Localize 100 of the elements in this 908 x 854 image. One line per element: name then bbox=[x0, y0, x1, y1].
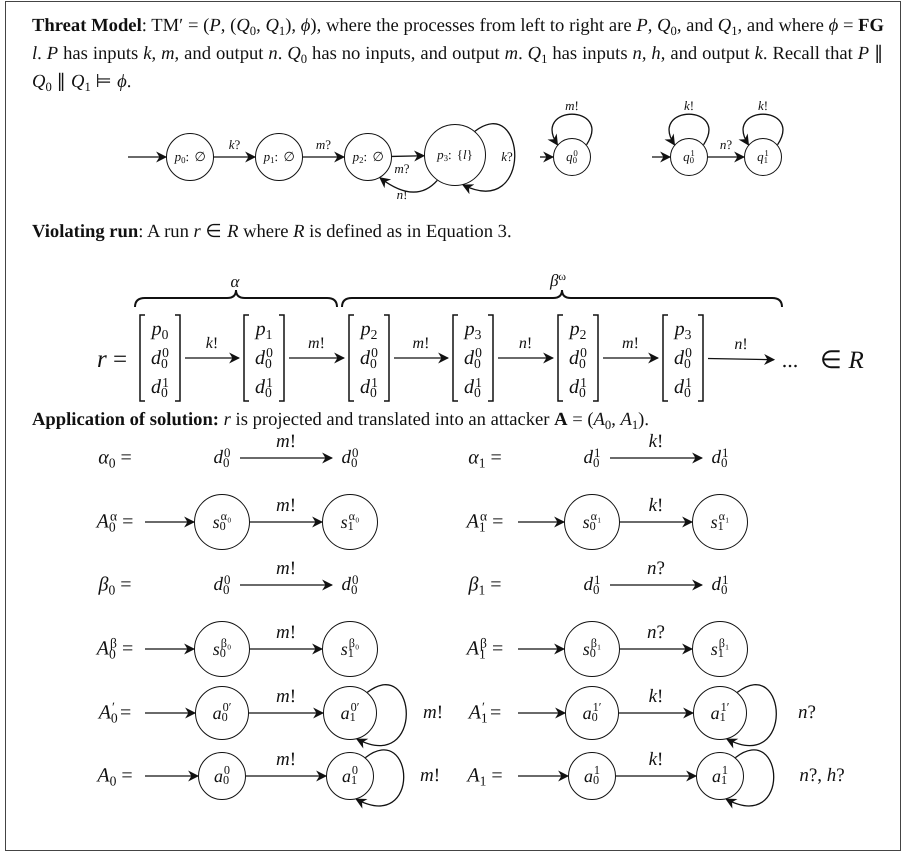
transition-arrow bbox=[214, 152, 256, 162]
edge-label: n? bbox=[647, 622, 665, 644]
transition-arrow bbox=[708, 152, 746, 162]
edge-label: n?, h? bbox=[799, 765, 845, 787]
transition-arrow bbox=[498, 352, 554, 364]
self-loop-arrow bbox=[726, 684, 777, 748]
state-vector bbox=[451, 314, 495, 402]
vector-entry: p$_{1}$ bbox=[256, 316, 272, 342]
paragraph: Threat Model: TM′ = (P, (Q$_{0}$, Q$_{1}$), ϕ), where the processes from left to right are P, Q$_{0}$, and Q$_{1}$, and where ϕ = FG l. P has inputs k, m, and output n. Q$_{0}$ has no inputs, and output m. Q$_{1}$ has inputs n, h, and output k. Recall that P ∥ Q$_{0}$ ∥ Q$_{1}$ ⊨ ϕ. bbox=[32, 14, 884, 96]
paragraph: Application of solution: r is projected and translated into an attacker A = (A$_{0}$, A$_{1}$). bbox=[32, 408, 650, 434]
edge-label: n! bbox=[734, 336, 748, 354]
equation-label: A$_{0}$$^{′}$ = bbox=[98, 702, 132, 724]
edge-label: n? bbox=[647, 558, 665, 580]
ellipsis-text: ... bbox=[782, 347, 798, 373]
edge-label: k! bbox=[684, 98, 694, 114]
self-loop-arrow bbox=[739, 114, 784, 146]
entry-arrow bbox=[145, 708, 196, 718]
edge-label: k! bbox=[758, 98, 768, 114]
entry-arrow bbox=[518, 708, 566, 718]
self-loop-arrow bbox=[462, 123, 516, 194]
state-circle: p$_{1}$: ∅ bbox=[255, 133, 303, 181]
equation-label: β$_{0}$ = bbox=[98, 574, 132, 596]
edge-label: m! bbox=[276, 558, 296, 580]
transition-arrow bbox=[392, 150, 426, 162]
edge-label: m! bbox=[308, 335, 325, 353]
transition-arrow bbox=[619, 708, 694, 718]
entry-arrow bbox=[518, 516, 566, 528]
entry-arrow bbox=[145, 644, 196, 654]
edge-label: m! bbox=[276, 430, 296, 453]
edge-label: m? bbox=[316, 137, 332, 154]
vector-entry: p$_{3}$ bbox=[464, 316, 482, 342]
transition-arrow bbox=[250, 644, 324, 654]
edge-label: k! bbox=[206, 335, 218, 353]
transition-arrow bbox=[249, 708, 324, 718]
entry-arrow bbox=[128, 152, 168, 162]
transition-arrow bbox=[289, 352, 346, 364]
paragraph: Violating run: A run r ∈ R where R is defined as in Equation 3. bbox=[32, 220, 513, 244]
edge-label: m! bbox=[565, 98, 579, 114]
self-loop-arrow bbox=[548, 114, 592, 146]
edge-label: k? bbox=[228, 137, 240, 154]
vector-entry: p$_{2}$ bbox=[570, 316, 586, 342]
transition-arrow bbox=[394, 352, 450, 364]
entry-arrow bbox=[145, 770, 200, 782]
edge-label: m! bbox=[276, 748, 296, 771]
state-circle: p$_{2}$: ∅ bbox=[344, 133, 392, 181]
state-circle: p$_{0}$: ∅ bbox=[166, 133, 214, 181]
self-loop-arrow bbox=[355, 749, 404, 808]
vector-entry: p$_{2}$ bbox=[360, 316, 378, 342]
state-vector bbox=[661, 314, 705, 402]
transition-arrow bbox=[250, 516, 324, 528]
edge-label: m! bbox=[622, 335, 639, 353]
edge-label: m! bbox=[422, 702, 444, 724]
transition-arrow bbox=[620, 644, 694, 654]
edge-label: k! bbox=[648, 748, 664, 771]
transition-arrow bbox=[240, 580, 334, 590]
self-loop-arrow bbox=[356, 684, 407, 748]
equation-label: A$_{0}$$^{α}$ = bbox=[96, 510, 134, 534]
edge-label: k? bbox=[501, 149, 513, 165]
equation-label: A$_{1}$$^{α}$ = bbox=[466, 510, 504, 534]
state-vector bbox=[347, 314, 391, 402]
vector-entry: p$_{0}$ bbox=[152, 316, 168, 342]
curved-arrow bbox=[379, 177, 438, 193]
equation-label: α$_{0}$ = bbox=[98, 446, 132, 470]
edge-label: m! bbox=[420, 765, 440, 787]
entry-arrow bbox=[145, 516, 196, 528]
equation-label: A$_{0}$$^{β}$ = bbox=[96, 638, 134, 660]
brace-label: β$^{ω}$ bbox=[550, 271, 566, 291]
equation-label: A$_{1}$$^{′}$ = bbox=[468, 702, 502, 724]
state-vector bbox=[138, 314, 182, 402]
transition-arrow bbox=[240, 452, 334, 464]
equation-label: ∈ R bbox=[820, 346, 864, 375]
brace-label: α bbox=[230, 272, 240, 292]
state-circle: p$_{3}$: {l} bbox=[424, 124, 486, 186]
edge-label: m? bbox=[394, 161, 410, 177]
equation-label: β$_{1}$ = bbox=[468, 574, 502, 596]
equation-label: A$_{1}$ = bbox=[467, 764, 503, 788]
edge-label: k! bbox=[648, 430, 664, 453]
transition-arrow bbox=[616, 770, 698, 782]
self-loop-arrow bbox=[665, 114, 710, 146]
transition-arrow bbox=[708, 354, 776, 366]
state-vector bbox=[556, 314, 600, 402]
state-vector bbox=[242, 314, 286, 402]
edge-label: m! bbox=[412, 335, 430, 353]
entry-arrow bbox=[518, 644, 566, 654]
edge-label: k! bbox=[648, 686, 664, 708]
transition-arrow bbox=[610, 580, 704, 590]
transition-arrow bbox=[610, 452, 704, 464]
transition-arrow bbox=[246, 770, 328, 782]
entry-arrow bbox=[540, 152, 554, 162]
entry-arrow bbox=[652, 152, 672, 162]
edge-label: m! bbox=[276, 494, 296, 517]
edge-label: n? bbox=[798, 702, 816, 724]
transition-arrow bbox=[603, 352, 660, 364]
entry-arrow bbox=[518, 770, 570, 782]
edge-label: k! bbox=[648, 494, 664, 517]
equation-label: A$_{0}$ = bbox=[97, 764, 133, 788]
edge-label: n? bbox=[720, 137, 732, 154]
vector-entry: p$_{3}$ bbox=[674, 316, 692, 342]
equation-label: A$_{1}$$^{β}$ = bbox=[466, 638, 504, 660]
equation-label: r = bbox=[96, 346, 128, 374]
